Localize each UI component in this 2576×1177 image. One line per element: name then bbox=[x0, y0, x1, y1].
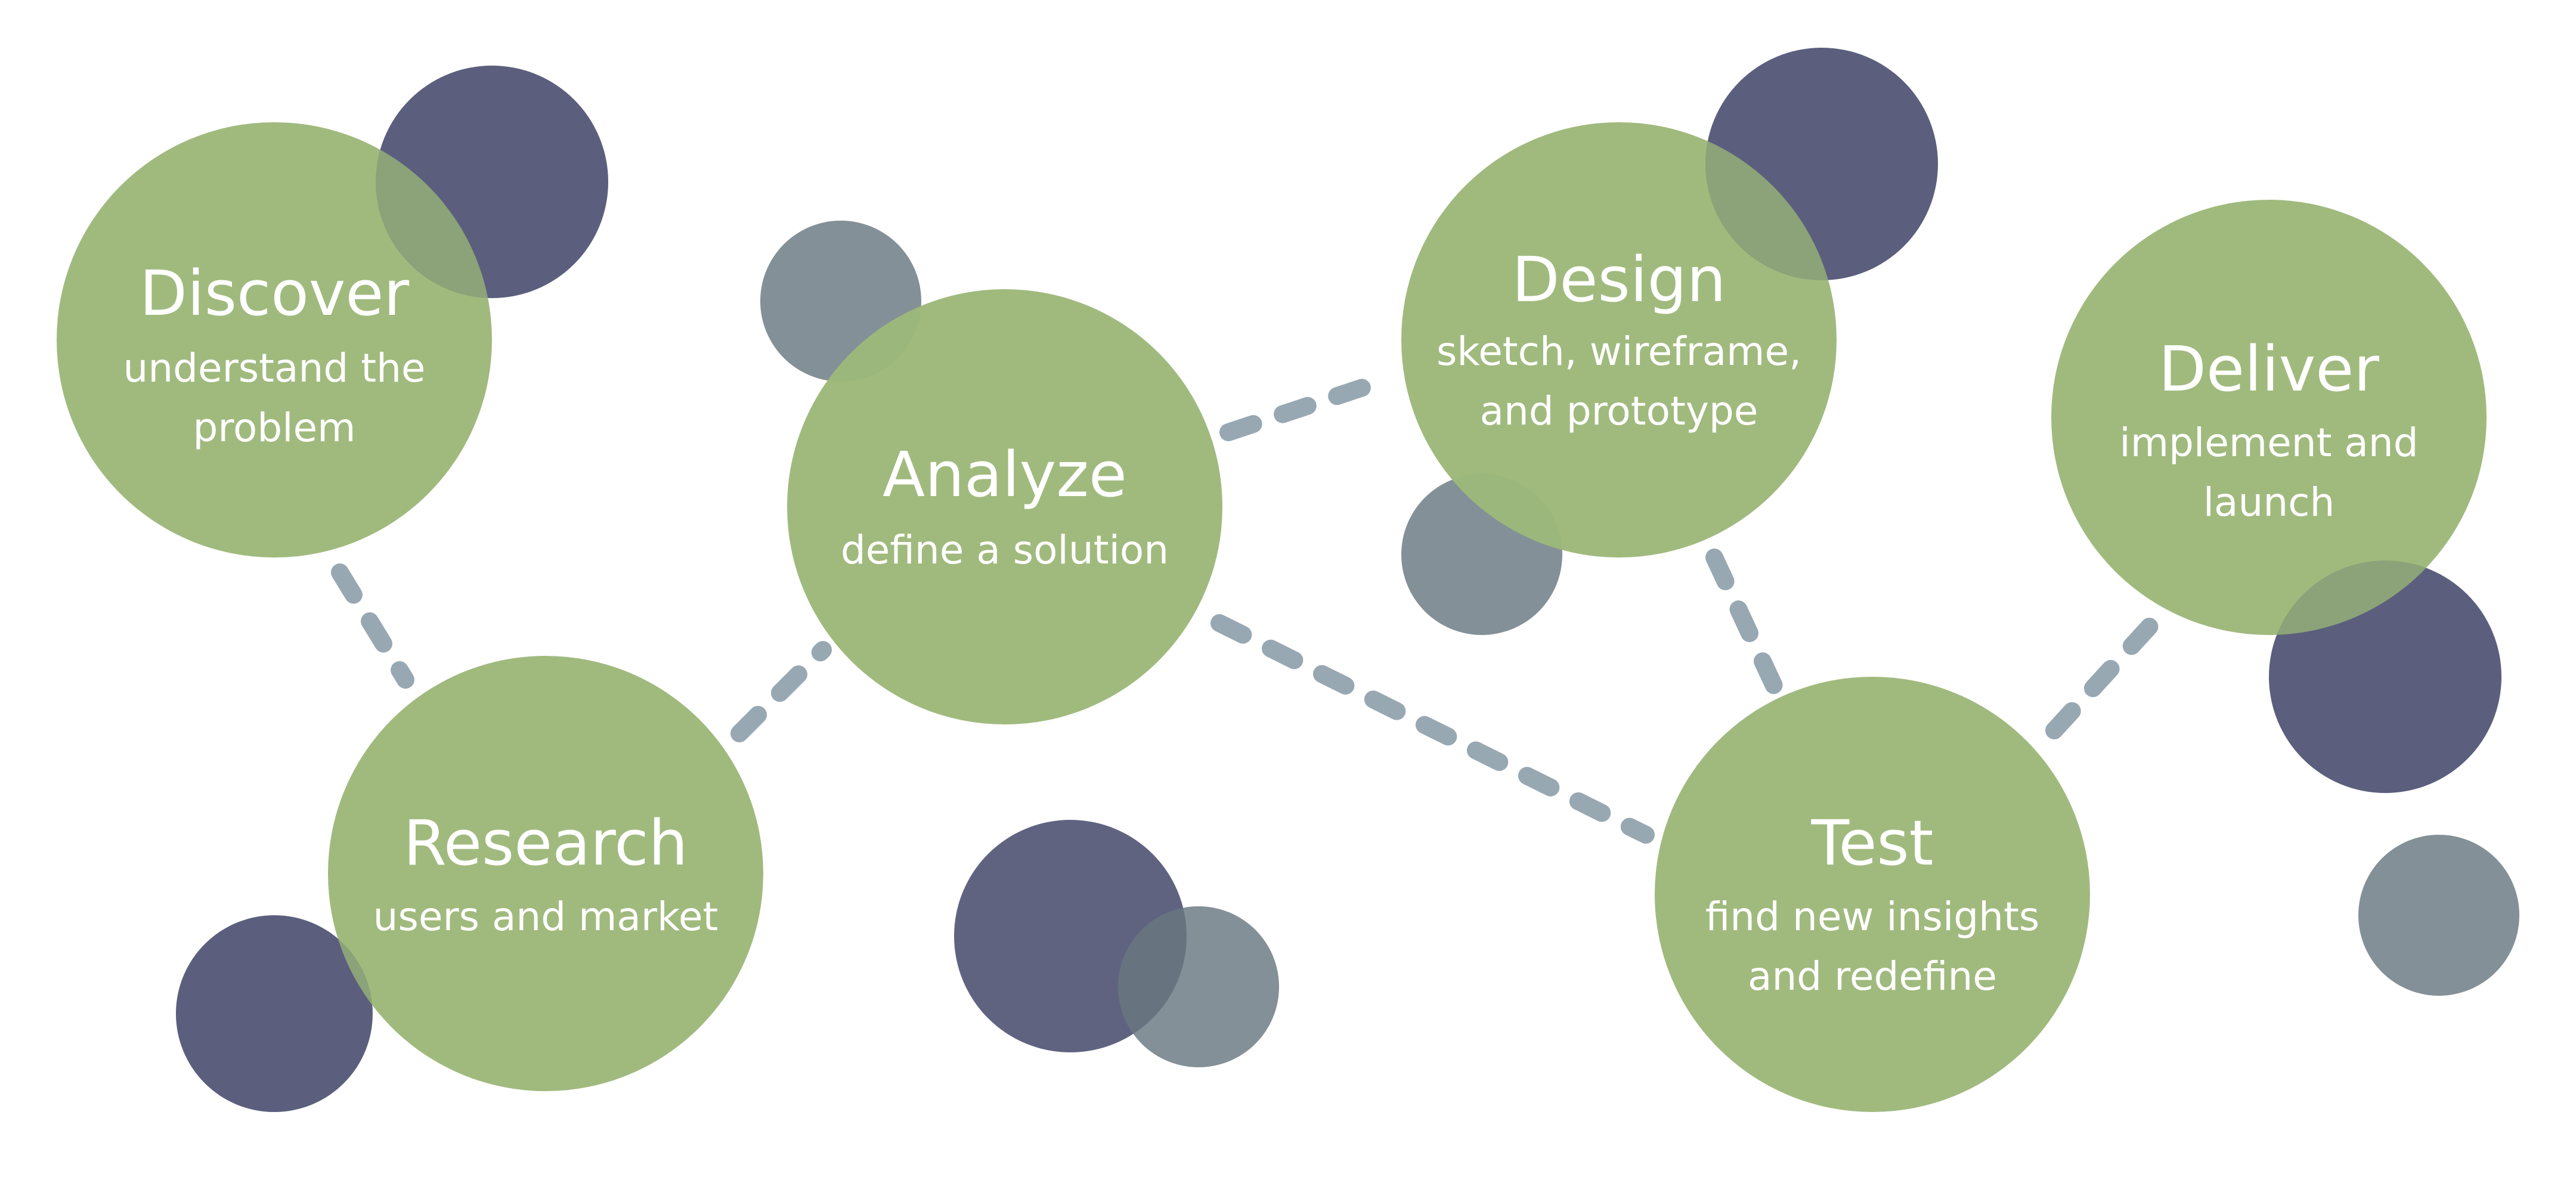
stage-title: Deliver bbox=[2159, 333, 2379, 405]
stage-circles bbox=[57, 122, 2487, 1112]
stage-description-line: define a solution bbox=[841, 527, 1169, 573]
decor-circle-overlay bbox=[1705, 48, 1938, 280]
connector-research-analyze bbox=[730, 641, 832, 742]
stage-description-line: problem bbox=[193, 405, 355, 451]
connector-analyze-design bbox=[1219, 370, 1398, 441]
stage-description-line: implement and bbox=[2119, 420, 2418, 466]
decor-circle bbox=[2358, 835, 2519, 996]
stage-description-line: launch bbox=[2203, 479, 2335, 525]
stage-circle-discover bbox=[57, 122, 492, 557]
stage-design: Design sketch, wireframe, and prototype bbox=[1436, 243, 1801, 434]
stage-test: Test find new insights and redefine bbox=[1705, 807, 2040, 999]
stage-discover: Discover understand the problem bbox=[123, 257, 425, 451]
connector-design-test bbox=[1705, 549, 1783, 695]
decor-circle-overlay bbox=[376, 66, 608, 298]
decor-circle-overlay bbox=[176, 915, 373, 1112]
connector-analyze-test bbox=[1210, 614, 1655, 844]
stage-labels: Discover understand the problem Research… bbox=[123, 243, 2418, 999]
stage-description-line: find new insights bbox=[1705, 894, 2040, 940]
stage-description-line: sketch, wireframe, bbox=[1436, 329, 1801, 374]
stage-circle-analyze bbox=[787, 289, 1222, 724]
stage-description-line: understand the bbox=[123, 345, 425, 391]
stage-title: Discover bbox=[140, 257, 410, 330]
decor-circle bbox=[176, 915, 373, 1112]
decor-circle bbox=[1118, 906, 1279, 1067]
stage-research: Research users and market bbox=[373, 807, 719, 940]
connector-discover-research bbox=[331, 563, 414, 689]
decor-circle-overlay bbox=[2269, 560, 2501, 793]
stage-circle-research bbox=[328, 656, 763, 1091]
stage-title: Design bbox=[1512, 243, 1726, 316]
stage-description-line: and prototype bbox=[1480, 388, 1758, 434]
stage-circle-design bbox=[1401, 122, 1837, 557]
stage-title: Research bbox=[403, 807, 688, 879]
stage-description-line: and redefine bbox=[1748, 953, 1997, 999]
stage-title: Analyze bbox=[883, 438, 1127, 511]
stage-circle-deliver bbox=[2051, 200, 2487, 635]
connector-test-deliver bbox=[2045, 614, 2162, 739]
stage-description-line: users and market bbox=[373, 894, 719, 940]
connectors bbox=[331, 370, 2162, 844]
stage-circle-test bbox=[1655, 677, 2090, 1112]
stage-analyze: Analyze define a solution bbox=[841, 438, 1169, 573]
stage-title: Test bbox=[1811, 807, 1934, 879]
stage-deliver: Deliver implement and launch bbox=[2119, 333, 2418, 525]
decorations-front bbox=[176, 48, 2501, 1112]
